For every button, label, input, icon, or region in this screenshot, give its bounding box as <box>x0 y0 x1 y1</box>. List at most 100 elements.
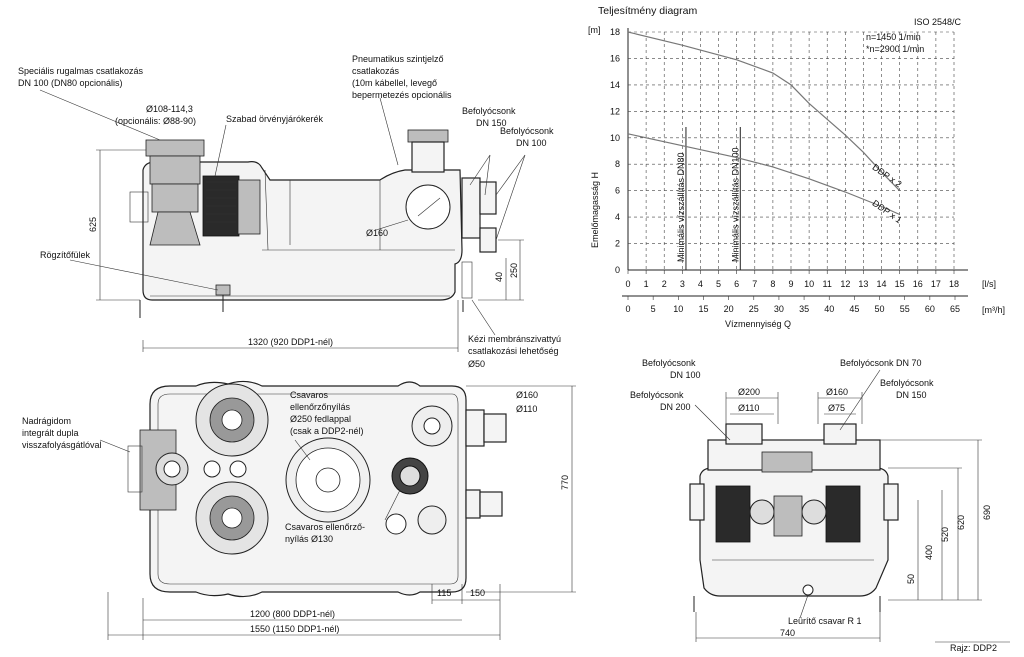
x-tick-label-ls: 14 <box>877 279 887 289</box>
label-flex-connector: Speciális rugalmas csatlakozás <box>18 66 144 76</box>
label-pneumatic-2: csatlakozás <box>352 66 400 76</box>
label-inspect-2: ellenőrzőnyílás <box>290 402 351 412</box>
inspection-port-side <box>405 184 451 230</box>
x-tick-label-ls: 12 <box>840 279 850 289</box>
x-tick-label-ls: 10 <box>804 279 814 289</box>
x-tick-label-ls: 11 <box>823 279 832 289</box>
label-pneumatic-1: Pneumatikus szintjelző <box>352 54 444 64</box>
y-tick-label: 18 <box>610 27 620 37</box>
label-inspect-4: (csak a DDP2-nél) <box>290 426 364 436</box>
label-front-in150-2: DN 150 <box>896 390 927 400</box>
y-tick-label: 16 <box>610 53 620 63</box>
x-tick-label-m3h: 50 <box>875 304 885 314</box>
chart-x-unit-ls: [l/s] <box>982 279 996 289</box>
dim-115: 115 <box>437 588 451 598</box>
label-top-d110: Ø110 <box>516 404 537 414</box>
label-front-d110: Ø110 <box>738 403 759 413</box>
x-tick-label-m3h: 40 <box>824 304 834 314</box>
y-tick-label: 14 <box>610 80 620 90</box>
y-tick-label: 4 <box>615 212 620 222</box>
curve-label: DDP x 2 <box>871 162 904 189</box>
dim-50: 50 <box>906 574 916 584</box>
y-tick-label: 10 <box>610 133 620 143</box>
check-valve-housing <box>149 155 201 185</box>
label-front-in200-1: Befolyócsonk <box>630 390 684 400</box>
dim-620: 620 <box>956 515 966 530</box>
label-check-valve-1: Nadrágidom <box>22 416 71 426</box>
min-flow-label: Minimális vízszállítás DN80 <box>676 152 686 262</box>
dim-400: 400 <box>924 545 934 560</box>
dim-1200: 1200 (800 DDP1-nél) <box>250 609 335 619</box>
chart-grid <box>622 28 968 300</box>
x-tick-label-ls: 5 <box>716 279 721 289</box>
x-tick-label-ls: 3 <box>680 279 685 289</box>
label-inspect130-1: Csavaros ellenőrző- <box>285 522 365 532</box>
x-tick-label-ls: 17 <box>931 279 941 289</box>
x-tick-label-ls: 16 <box>913 279 923 289</box>
chart-speed-2: *n=2900 1/min <box>866 44 924 54</box>
x-tick-label-ls: 9 <box>788 279 793 289</box>
y-tick-label: 6 <box>615 186 620 196</box>
label-inlet100-2: DN 100 <box>516 138 547 148</box>
label-manual-pump-2: csatlakozási lehetőség <box>468 346 559 356</box>
dim-625: 625 <box>88 217 98 232</box>
inlet-top-upper <box>483 413 507 443</box>
chart-y-label: Emelőmagasság H <box>590 172 600 248</box>
inlet-stub-lower <box>479 227 497 253</box>
label-front-in100-1: Befolyócsonk <box>642 358 696 368</box>
label-d160-side: Ø160 <box>366 228 388 238</box>
chart-x-label: Vízmennyiség Q <box>725 319 791 329</box>
x-tick-label-ls: 6 <box>734 279 739 289</box>
x-tick-label-ls: 2 <box>662 279 667 289</box>
inlet-top-lower <box>479 491 503 517</box>
label-front-in100-2: DN 100 <box>670 370 701 380</box>
y-tick-label: 0 <box>615 265 620 275</box>
fixing-lug <box>215 284 231 296</box>
x-tick-label-m3h: 35 <box>799 304 809 314</box>
motor-front-left <box>715 485 751 543</box>
dim-250: 250 <box>509 263 519 278</box>
x-tick-label-m3h: 5 <box>651 304 656 314</box>
performance-chart: Teljesítmény diagram ISO 2548/C n=1450 1… <box>588 5 1005 329</box>
label-diam-range: Ø108-114,3 <box>146 104 193 114</box>
curve-ddp2 <box>627 31 901 192</box>
label-front-d200: Ø200 <box>738 387 760 397</box>
label-drain-screw: Leürítő csavar R 1 <box>788 616 862 626</box>
drain-screw <box>802 584 814 596</box>
x-tick-label-ls: 4 <box>698 279 703 289</box>
x-tick-label-m3h: 10 <box>673 304 683 314</box>
label-front-in200-2: DN 200 <box>660 402 691 412</box>
label-check-valve-2: integrált dupla <box>22 428 79 438</box>
curve-ddp1 <box>627 133 900 216</box>
label-top-d160: Ø160 <box>516 390 538 400</box>
label-inspect-1: Csavaros <box>290 390 329 400</box>
x-tick-label-m3h: 55 <box>900 304 910 314</box>
motor-front-right <box>825 485 861 543</box>
label-fixing-lugs: Rögzítőfülek <box>40 250 91 260</box>
x-tick-label-m3h: 25 <box>749 304 759 314</box>
label-vortex-impeller: Szabad örvényjárókerék <box>226 114 324 124</box>
label-front-in150-1: Befolyócsonk <box>880 378 934 388</box>
label-pneumatic-4: bepermetezés opcionális <box>352 90 452 100</box>
label-inspect-3: Ø250 fedlappal <box>290 414 351 424</box>
label-manual-pump-1: Kézi membránszivattyú <box>468 334 561 344</box>
dim-690: 690 <box>982 505 992 520</box>
front-view: Befolyócsonk DN 100 Befolyócsonk DN 200 … <box>630 358 1010 653</box>
curve-label: DDP x 1 <box>871 198 904 225</box>
label-front-d160: Ø160 <box>826 387 848 397</box>
dim-520: 520 <box>940 527 950 542</box>
label-inlet150-2: DN 150 <box>476 118 507 128</box>
x-tick-label-ls: 7 <box>752 279 757 289</box>
side-view: Speciális rugalmas csatlakozás DN 100 (D… <box>18 54 561 369</box>
discharge-flange <box>145 139 205 157</box>
x-tick-label-ls: 8 <box>770 279 775 289</box>
y-tick-label: 12 <box>610 106 620 116</box>
x-tick-label-m3h: 45 <box>849 304 859 314</box>
y-tick-label: 2 <box>615 239 620 249</box>
dim-150: 150 <box>470 588 485 598</box>
x-tick-label-ls: 1 <box>644 279 649 289</box>
min-flow-label: Minimális vízszállítás DN100 <box>730 147 740 262</box>
